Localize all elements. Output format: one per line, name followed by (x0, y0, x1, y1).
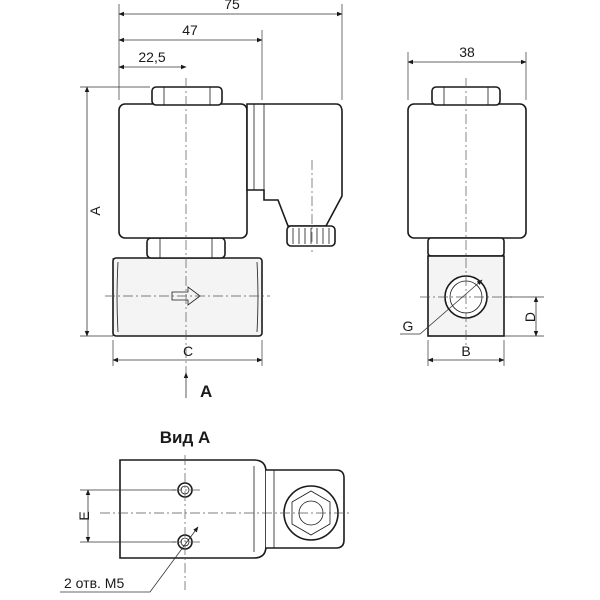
view-a-title: Вид А (160, 428, 211, 447)
connector-plug (246, 103, 343, 227)
dim-coil-width: 47 (182, 22, 198, 38)
dim-inlet-offset: 22,5 (138, 49, 165, 65)
flow-direction-arrow (171, 286, 201, 306)
dim-hole-spacing: E (76, 511, 92, 520)
front-view: 75 47 22,5 A C A (80, 0, 343, 401)
view-a: Вид А E 2 отв. М5 (60, 428, 350, 593)
valve-body (112, 257, 263, 337)
dim-side-width: 38 (459, 44, 475, 60)
base-outline (119, 459, 267, 559)
top-hex-nut (151, 86, 223, 106)
dim-overall-width: 75 (224, 0, 240, 12)
dim-body-width: B (461, 343, 470, 359)
holes-leader (60, 526, 199, 593)
side-view: 38 B D G (400, 44, 544, 366)
dim-port-thread: G (403, 318, 414, 334)
view-arrow-label: A (200, 382, 212, 401)
coil (118, 103, 248, 239)
gland-hex (291, 490, 331, 536)
dim-port-height: D (522, 312, 538, 322)
leader-g (400, 279, 483, 335)
dim-height: A (87, 206, 103, 216)
holes-note: 2 отв. М5 (64, 575, 124, 591)
side-coil (407, 103, 527, 239)
dim-body-length: C (183, 343, 193, 359)
